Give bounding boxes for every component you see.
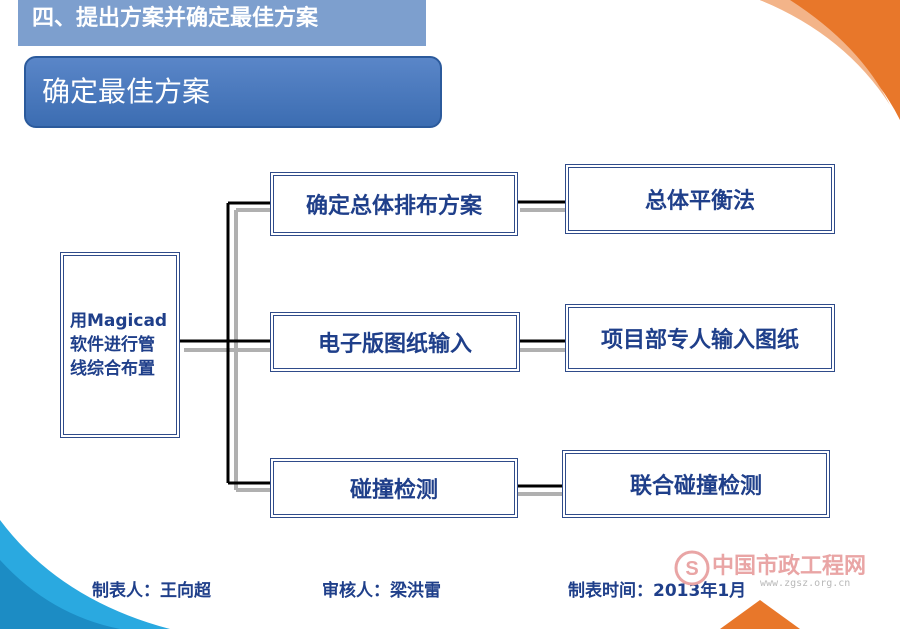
watermark-url: www.zgsz.org.cn bbox=[760, 578, 851, 589]
branch-node-1-label: 确定总体排布方案 bbox=[305, 194, 482, 219]
connector-main bbox=[180, 200, 566, 488]
result-node-3: 联合碰撞检测 bbox=[562, 450, 830, 518]
connector-shadows bbox=[184, 208, 570, 496]
branch-node-3: 碰撞检测 bbox=[270, 458, 518, 518]
root-node: 用Magicad软件进行管线综合布置 bbox=[60, 252, 180, 438]
svg-text:S: S bbox=[685, 558, 698, 580]
bottom-orange-mark bbox=[720, 600, 800, 629]
watermark-name: 中国市政工程网 bbox=[712, 554, 867, 579]
root-node-label: 用Magicad软件进行管线综合布置 bbox=[70, 311, 168, 379]
footer-maker: 制表人：王向超 bbox=[92, 581, 211, 601]
corner-orange-swoosh bbox=[760, 0, 900, 120]
result-node-3-label: 联合碰撞检测 bbox=[629, 474, 762, 499]
footer-reviewer: 审核人：梁洪雷 bbox=[322, 581, 441, 601]
section-banner: 四、提出方案并确定最佳方案 bbox=[18, 0, 426, 46]
branch-node-2: 电子版图纸输入 bbox=[270, 312, 520, 372]
footer-date: 制表时间：2013年1月 bbox=[568, 581, 747, 601]
branch-node-2-label: 电子版图纸输入 bbox=[317, 332, 472, 357]
corner-cyan-shadow bbox=[0, 560, 120, 629]
result-node-2-label: 项目部专人输入图纸 bbox=[600, 328, 799, 353]
result-node-2: 项目部专人输入图纸 bbox=[565, 304, 835, 372]
page-title: 确定最佳方案 bbox=[24, 56, 442, 128]
result-node-1: 总体平衡法 bbox=[565, 164, 835, 234]
watermark-logo-icon: S bbox=[674, 550, 710, 586]
branch-node-3-label: 碰撞检测 bbox=[349, 478, 438, 503]
result-node-1-label: 总体平衡法 bbox=[644, 189, 755, 214]
branch-node-1: 确定总体排布方案 bbox=[270, 172, 518, 236]
